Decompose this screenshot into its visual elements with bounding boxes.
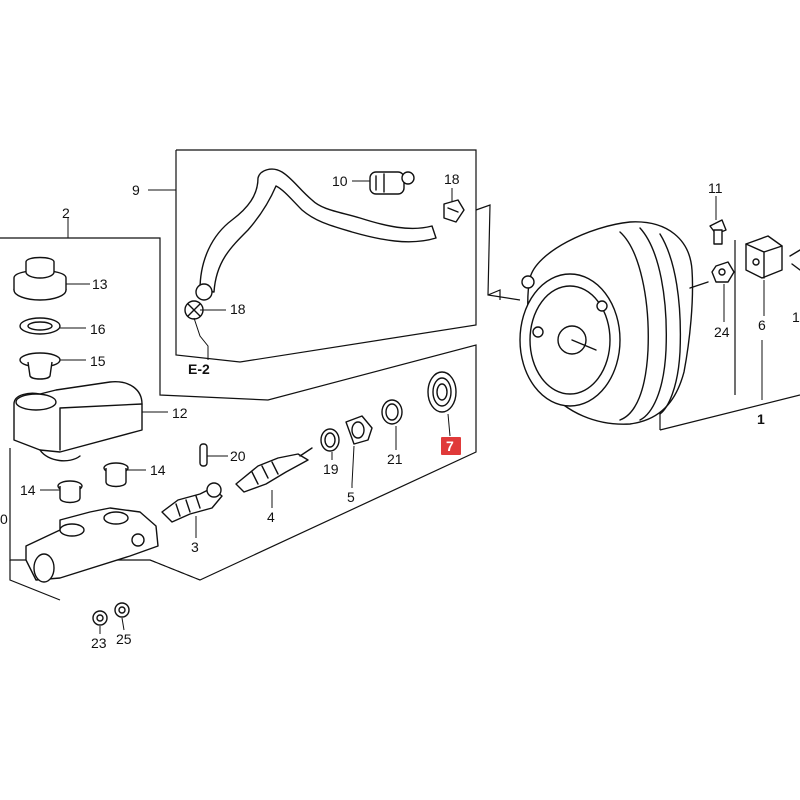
callout-16: 16 xyxy=(90,321,106,337)
callout-2: 2 xyxy=(62,205,70,221)
callout-14-left: 14 xyxy=(20,482,36,498)
callout-10: 10 xyxy=(332,173,348,189)
callout-14-right: 14 xyxy=(150,462,166,478)
piston-seal-5 xyxy=(345,415,373,445)
secondary-piston-3 xyxy=(161,482,223,523)
callout-1-right-partial: 1 xyxy=(792,309,800,325)
nut-24 xyxy=(711,261,735,283)
grommet-14-left xyxy=(57,480,83,504)
callout-18-upper: 18 xyxy=(444,171,460,187)
nut-23 xyxy=(92,610,108,626)
nut-25 xyxy=(114,602,130,618)
vacuum-hose xyxy=(195,168,437,301)
partial-part-right xyxy=(789,249,800,271)
callout-21: 21 xyxy=(387,451,403,467)
callout-12: 12 xyxy=(172,405,188,421)
reservoir-cap xyxy=(13,256,67,301)
callout-3: 3 xyxy=(191,539,199,555)
callout-23: 23 xyxy=(91,635,107,651)
primary-piston-4 xyxy=(235,447,313,493)
callout-labels: 9 10 18 18 E-2 2 13 16 15 12 14 14 0 20 … xyxy=(0,171,800,651)
callout-1: 1 xyxy=(757,411,765,427)
callout-5: 5 xyxy=(347,489,355,505)
callout-20: 20 xyxy=(230,448,246,464)
callout-11: 11 xyxy=(708,180,723,196)
leader-lines xyxy=(40,180,765,634)
callout-24: 24 xyxy=(714,324,730,340)
callout-18-lower: 18 xyxy=(230,301,246,317)
bolt-11 xyxy=(709,219,727,245)
callout-7-highlighted: 7 xyxy=(446,438,454,454)
callout-13: 13 xyxy=(92,276,108,292)
highlight-box-7 xyxy=(441,437,461,455)
booster-seal-7 xyxy=(427,371,457,413)
reservoir-seal-16 xyxy=(19,317,61,335)
grommet-14-right xyxy=(103,462,129,488)
reservoir-strainer-15 xyxy=(19,352,61,380)
pin-20 xyxy=(199,443,208,467)
bracket-6 xyxy=(745,235,783,279)
callout-0-left: 0 xyxy=(0,511,8,527)
callout-9: 9 xyxy=(132,182,140,198)
section-ref-e2: E-2 xyxy=(188,361,210,377)
circlip-21 xyxy=(381,399,403,425)
callout-4: 4 xyxy=(267,509,275,525)
callout-25: 25 xyxy=(116,631,132,647)
o-ring-19 xyxy=(320,428,340,452)
brake-booster xyxy=(519,221,709,425)
hose-clip-18-upper xyxy=(443,199,465,223)
hose-clamp-10 xyxy=(369,171,415,195)
fluid-reservoir xyxy=(13,381,143,462)
master-cylinder-body xyxy=(25,507,159,583)
callout-6: 6 xyxy=(758,317,766,333)
callout-15: 15 xyxy=(90,353,106,369)
callout-19: 19 xyxy=(323,461,339,477)
